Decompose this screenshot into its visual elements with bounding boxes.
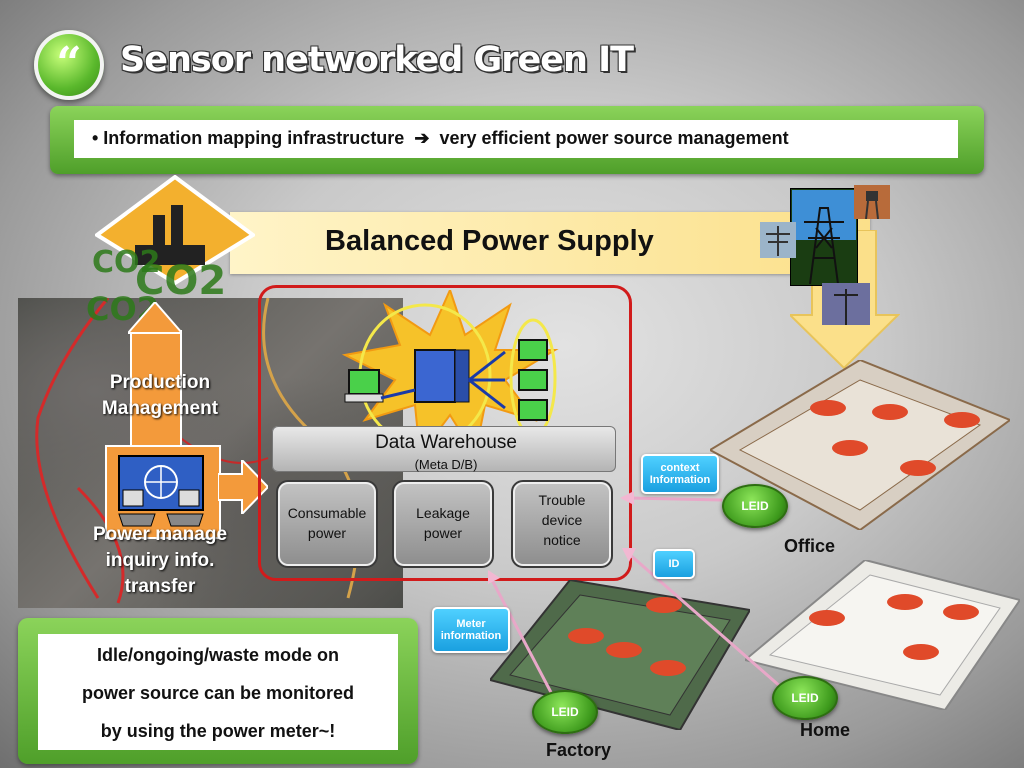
category-consumable-box — [276, 480, 378, 568]
server-burst-icon — [341, 290, 559, 458]
message-line-1: Idle/ongoing/waste mode on — [96, 645, 339, 665]
right-arrow-icon: ➔ — [409, 128, 435, 148]
banner-title: Balanced Power Supply — [325, 225, 654, 257]
power-manage-label: Power manage inquiry info. transfer — [92, 524, 228, 597]
category-consumable-label: Consumable power — [287, 505, 367, 541]
production-arrow-shaft — [130, 330, 182, 452]
info-text-before: • Information mapping infrastructure — [92, 128, 405, 148]
data-warehouse-subtitle: (Meta D/B) — [414, 457, 478, 472]
co2-label-1: CO2 — [92, 245, 161, 280]
category-trouble-label: Trouble device notice — [538, 492, 586, 548]
home-floorplan — [745, 560, 1020, 710]
category-leakage-box — [392, 480, 494, 568]
office-floorplan — [710, 360, 1010, 530]
slide-title: Sensor networked Green IT — [120, 40, 634, 80]
office-label: Office — [784, 536, 836, 556]
quote-badge-icon: “ — [34, 30, 104, 100]
co2-label-2: CO2 — [135, 258, 227, 304]
power-line-photo-icon — [760, 222, 796, 258]
message-box-inner — [38, 634, 398, 750]
leid-home-badge: LEID — [772, 676, 838, 720]
factory-label: Factory — [546, 740, 612, 760]
utility-pole-photo-icon — [822, 283, 870, 325]
data-warehouse-frame — [258, 285, 632, 581]
meter-information-bubble: Meter information — [432, 607, 510, 653]
power-tower-icon — [790, 188, 858, 286]
leid-office-badge: LEID — [722, 484, 788, 528]
production-label: Production Management — [101, 372, 219, 419]
id-bubble: ID — [653, 549, 695, 579]
water-tower-photo-icon — [854, 185, 890, 219]
context-information-bubble: context Information — [641, 454, 719, 494]
up-arrow-icon — [128, 302, 182, 334]
leid-factory-badge: LEID — [532, 690, 598, 734]
info-bar-text: • Information mapping infrastructure ➔ v… — [92, 128, 789, 149]
home-label: Home — [800, 720, 851, 740]
factory-hazard-icon — [95, 175, 255, 285]
info-bar-inner — [74, 120, 958, 158]
category-leakage-label: Leakage power — [416, 505, 470, 541]
data-warehouse-title: Data Warehouse — [375, 432, 517, 453]
data-warehouse-bar — [272, 426, 616, 472]
category-trouble-box — [511, 480, 613, 568]
right-arrow-orange-icon — [218, 460, 268, 514]
message-line-2: power source can be monitored — [81, 683, 355, 703]
message-line-3: by using the power meter~! — [100, 721, 336, 741]
info-text-after: very efficient power source management — [439, 128, 789, 148]
network-computers-icon — [115, 452, 207, 528]
